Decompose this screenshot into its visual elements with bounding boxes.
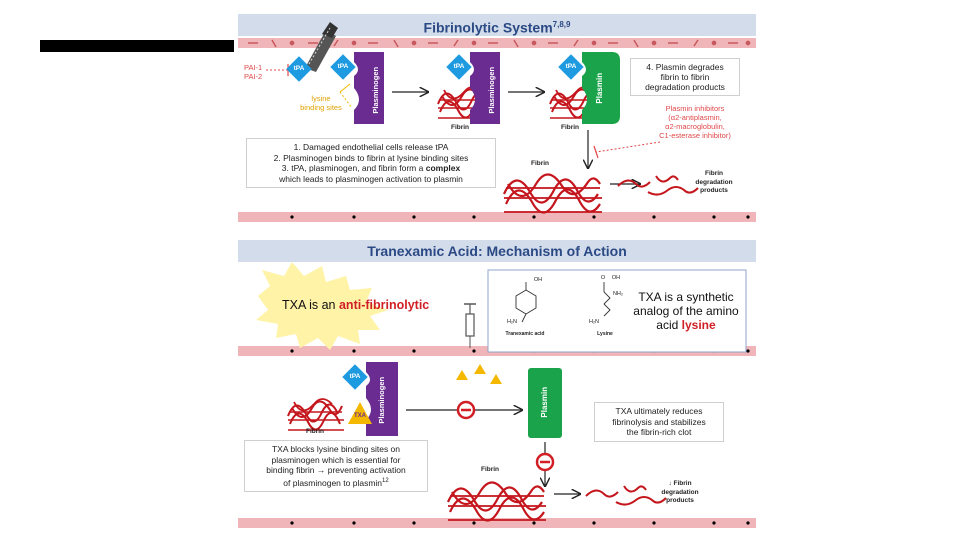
vessel-marks-4 — [247, 519, 751, 528]
txa-analog-prefix: TXA is a synthetic analog of the amino a… — [633, 290, 739, 332]
plasmin-shape-2 — [528, 368, 562, 438]
step3-line2: which leads to plasminogen activation to… — [279, 173, 463, 184]
step3-text: 3. tPA, plasminogen, and fibrin form a — [281, 163, 426, 173]
no-symbol-1 — [456, 400, 476, 420]
lysine-h2n-label: H₂N — [588, 319, 600, 325]
tranexamic-acid-structure — [515, 282, 537, 323]
lysine-label: Lysine — [597, 331, 613, 337]
anti-fibrinolytic-text: TXA is an anti-fibrinolytic — [282, 298, 429, 312]
panel2-title-text: Tranexamic Acid: Mechanism of Action — [367, 243, 627, 259]
step4-box: 4. Plasmin degrades fibrin to fibrin deg… — [630, 58, 740, 96]
txa-blocking-triangle — [348, 402, 372, 424]
starburst-shape — [256, 262, 388, 350]
tpa-label-1: tPA — [293, 65, 305, 72]
plasmin-shape-1 — [582, 52, 620, 124]
lysine-sites-label: lysine binding sites — [300, 94, 342, 112]
panel2-title: Tranexamic Acid: Mechanism of Action — [238, 240, 756, 262]
fibrin-label-1: Fibrin — [450, 124, 470, 131]
plasminogen-label-3: Plasminogen — [376, 376, 386, 424]
vessel-wall-bottom-2 — [238, 518, 756, 528]
panel1-title-text: Fibrinolytic System — [423, 19, 553, 36]
txa-h2n-label: H₂N — [506, 319, 518, 325]
plasmin-inhibitors-note: Plasmin inhibitors (α2-antiplasmin, α2-m… — [659, 104, 731, 140]
fibrin-label-3: Fibrin — [530, 160, 550, 167]
tpa-label-2: tPA — [337, 63, 349, 70]
plasminogen-shape-3 — [366, 362, 398, 436]
tpa-diamond-4 — [342, 364, 368, 390]
fibrin-label-2: Fibrin — [560, 124, 580, 131]
blocks-line-4: of plasminogen to plasmin12 — [249, 476, 423, 488]
lysine-pointer — [339, 91, 353, 109]
tpa-label-5: tPA — [349, 373, 361, 380]
fibrin-clump-5 — [446, 481, 548, 522]
txa-triangle-label: TXA — [354, 413, 366, 419]
plasmin-label-2: Plasmin — [539, 386, 549, 418]
anti-fibrinolytic-prefix: TXA is an — [282, 298, 339, 312]
fibrin-clump-3 — [502, 173, 604, 214]
vessel-marks-2 — [247, 213, 751, 222]
fdp-label-1: Fibrin degradation products — [695, 170, 733, 194]
tpa-diamond-1 — [330, 54, 356, 80]
step2-line: 2. Plasminogen binds to fibrin at lysine… — [273, 152, 469, 163]
tpa-diamond-3 — [558, 54, 584, 80]
anti-fibrinolytic-highlight: anti-fibrinolytic — [338, 298, 430, 312]
plasminogen-label-2: Plasminogen — [486, 66, 496, 114]
fibrin-label-4: Fibrin — [305, 428, 325, 435]
no-symbol-2 — [535, 452, 555, 472]
lysine-oh-label: OH — [611, 275, 621, 281]
txa-blocks-box: TXA blocks lysine binding sites on plasm… — [244, 440, 428, 492]
redaction-bar — [40, 40, 234, 52]
blocks-line-4-text: of plasminogen to plasmin — [283, 477, 383, 488]
tranexamic-acid-label: Tranexamic acid — [505, 331, 545, 337]
fdp-label-2: ↓ Fibrin degradation products — [661, 480, 699, 504]
reduces-fibrinolysis-box: TXA ultimately reduces fibrinolysis and … — [594, 402, 724, 442]
lysine-nh2-label: NH₂ — [612, 291, 624, 297]
vessel-marks-1 — [248, 39, 751, 48]
step1-line: 1. Damaged endothelial cells release tPA — [293, 142, 449, 152]
fibrin-label-5: Fibrin — [480, 466, 500, 473]
blocks-line-3: binding fibrin → preventing activation — [266, 465, 406, 475]
panel1-title-refs: 7,8,9 — [552, 20, 571, 29]
tpa-label-3: tPA — [453, 63, 465, 70]
tpa-diamond-2 — [446, 54, 472, 80]
lysine-o-label: O — [600, 275, 606, 281]
plasminogen-shape-1 — [354, 52, 384, 124]
plasminogen-label-1: Plasminogen — [370, 66, 380, 114]
blocks-line-1: TXA blocks lysine binding sites on — [271, 444, 401, 454]
inhibitor-line — [595, 141, 661, 153]
step3-complex: complex — [425, 163, 461, 173]
vessel-wall-bottom-1 — [238, 212, 756, 222]
txa-molecules — [456, 364, 502, 384]
panel1-title: Fibrinolytic System7,8,9 — [238, 14, 756, 36]
inhibitor-bar — [593, 145, 599, 159]
tpa-label-4: tPA — [565, 63, 577, 70]
txa-oh-label: OH — [533, 277, 543, 283]
blocks-line-2: plasminogen which is essential for — [271, 454, 401, 465]
fibrin-clump-4 — [287, 398, 345, 431]
step3-line: 3. tPA, plasminogen, and fibrin form a c… — [251, 163, 491, 174]
pai1-label: PAI-1 — [244, 63, 263, 72]
plasminogen-shape-2 — [470, 52, 500, 124]
lysine-structure — [603, 282, 611, 317]
syringe-icon — [464, 303, 476, 348]
pai2-label: PAI-2 — [244, 72, 263, 81]
lysine-pointer-head — [339, 83, 351, 93]
txa-analog-lysine: lysine — [681, 318, 716, 332]
txa-analog-text: TXA is a synthetic analog of the amino a… — [628, 290, 744, 332]
scalpel-icon — [305, 22, 338, 72]
steps-1-3-box: 1. Damaged endothelial cells release tPA… — [246, 138, 496, 188]
tpa-diamond-free — [286, 56, 312, 82]
blocks-ref: 12 — [382, 477, 389, 484]
plasmin-label-1: Plasmin — [594, 72, 604, 104]
